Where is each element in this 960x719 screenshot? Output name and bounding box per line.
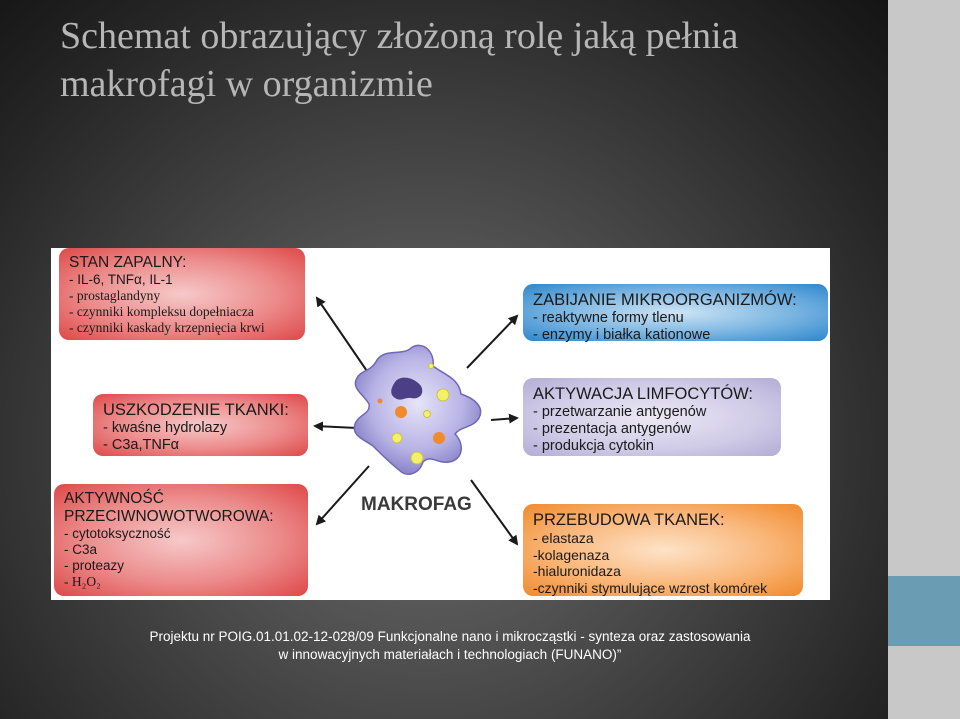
diagram-graphics — [313, 296, 519, 546]
antitumor-item: - cytotoksyczność — [64, 526, 171, 541]
inflammation-item: - prostaglandyny — [69, 288, 161, 303]
orange-granule — [377, 398, 383, 404]
macrophage-body — [353, 344, 482, 475]
slide-footer: Projektu nr POIG.01.01.02-12-028/09 Funk… — [100, 628, 800, 664]
inflammation-item: - czynniki kaskady krzepnięcia krwi — [69, 320, 265, 335]
macrophage-cell — [353, 344, 482, 475]
arrows — [313, 296, 519, 546]
antitumor-item: - proteazy — [64, 558, 125, 573]
box-remodeling: PRZEBUDOWA TKANEK: - elastaza -kolagenaz… — [523, 504, 803, 596]
box-tissue-damage: USZKODZENIE TKANKI: - kwaśne hydrolazy -… — [93, 394, 308, 456]
inflammation-item: - czynniki kompleksu dopełniacza — [69, 304, 254, 319]
box-inflammation: STAN ZAPALNY: - IL-6, TNFα, IL-1 - prost… — [59, 248, 305, 340]
macrophage-diagram: MAKROFAG STAN ZAPALNY: - IL-6, TNFα, IL-… — [51, 248, 830, 600]
arrow-to-antitumor — [315, 465, 370, 526]
remodeling-item: - elastaza — [533, 530, 594, 546]
footer-line-1: Projektu nr POIG.01.01.02-12-028/09 Funk… — [149, 629, 751, 644]
arrow-to-lymphocytes — [490, 413, 519, 424]
antitumor-heading-1: AKTYWNOŚĆ — [64, 490, 164, 507]
yellow-granule — [410, 451, 424, 465]
yellow-granule — [391, 432, 403, 444]
slide-background: Schemat obrazujący złożoną rolę jaką peł… — [0, 0, 888, 719]
antitumor-heading-2: PRZECIWNOWOTWOROWA: — [64, 508, 274, 525]
arrow-to-tissue-damage — [313, 421, 358, 432]
microorganisms-item: - enzymy i białka kationowe — [533, 327, 711, 343]
footer-line-2: w innowacyjnych materiałach i technologi… — [278, 647, 622, 662]
slide-title: Schemat obrazujący złożoną rolę jaką peł… — [60, 12, 860, 108]
microorganisms-item: - reaktywne formy tlenu — [533, 310, 684, 326]
yellow-granule — [428, 363, 434, 369]
box-lymphocytes: AKTYWACJA LIMFOCYTÓW: - przetwarzanie an… — [523, 378, 781, 456]
lymphocytes-heading: AKTYWACJA LIMFOCYTÓW: — [533, 385, 754, 403]
remodeling-item: -czynniki stymulujące wzrost komórek — [533, 579, 768, 596]
inflammation-item: - IL-6, TNFα, IL-1 — [69, 272, 173, 287]
antitumor-item: - C3a — [64, 542, 98, 557]
remodeling-item: -hialuronidaza — [533, 563, 621, 579]
lymphocytes-item: - produkcja cytokin — [533, 438, 654, 454]
title-line-2: makrofagi w organizmie — [60, 63, 433, 105]
arrow-to-remodeling — [470, 479, 519, 546]
antitumor-item: - H₂O₂ — [64, 574, 101, 589]
tissue-damage-item: - C3a,TNFα — [103, 437, 180, 453]
macrophage-label: MAKROFAG — [361, 494, 472, 515]
yellow-granule — [423, 410, 431, 418]
box-antitumor: AKTYWNOŚĆ PRZECIWNOWOTWOROWA: - cytotoks… — [54, 484, 308, 596]
side-accent-block — [888, 576, 960, 646]
tissue-damage-heading: USZKODZENIE TKANKI: — [103, 401, 289, 419]
orange-granule — [395, 406, 407, 418]
title-line-1: Schemat obrazujący złożoną rolę jaką peł… — [60, 15, 739, 57]
lymphocytes-item: - prezentacja antygenów — [533, 421, 691, 437]
microorganisms-heading: ZABIJANIE MIKROORGANIZMÓW: — [533, 291, 797, 309]
lymphocytes-item: - przetwarzanie antygenów — [533, 404, 707, 420]
orange-granule — [433, 432, 445, 444]
nucleus — [391, 377, 423, 400]
yellow-granule — [436, 388, 450, 402]
box-microorganisms: ZABIJANIE MIKROORGANIZMÓW: - reaktywne f… — [523, 284, 828, 343]
tissue-damage-item: - kwaśne hydrolazy — [103, 420, 228, 436]
remodeling-heading: PRZEBUDOWA TKANEK: — [533, 511, 725, 529]
arrow-to-inflammation — [315, 296, 370, 375]
arrow-to-microorganisms — [466, 314, 519, 369]
inflammation-heading: STAN ZAPALNY: — [69, 254, 187, 271]
remodeling-item: -kolagenaza — [533, 546, 610, 563]
